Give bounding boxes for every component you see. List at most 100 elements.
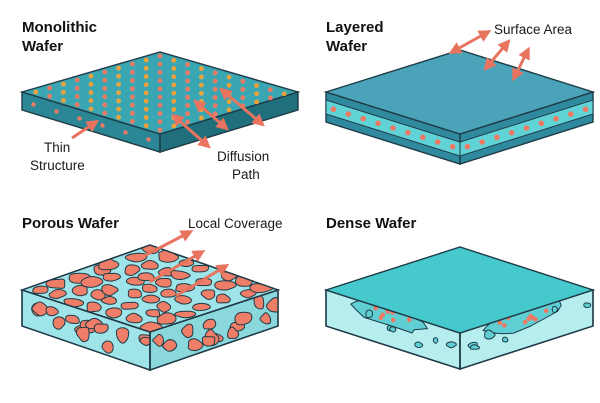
pore <box>162 339 178 352</box>
band-particle <box>375 120 381 127</box>
pore <box>45 278 66 289</box>
pore <box>174 310 197 319</box>
band-particle <box>345 111 352 117</box>
particle-dot <box>130 94 135 100</box>
pore <box>156 312 177 325</box>
diffusion-arrow-1 <box>171 113 211 149</box>
band-particle <box>523 125 530 131</box>
pore <box>75 326 90 343</box>
pore <box>80 276 104 288</box>
pore <box>52 316 66 330</box>
particle-dot <box>185 103 191 108</box>
particle-dot <box>116 65 121 71</box>
particle-dot <box>157 119 163 125</box>
pore <box>93 323 109 334</box>
pore <box>127 288 142 299</box>
small-pore <box>445 341 457 349</box>
pore <box>215 293 231 304</box>
particle-dot <box>171 98 177 104</box>
small-pore <box>583 302 592 308</box>
particle-dot <box>226 74 232 80</box>
pore <box>48 289 67 299</box>
particle-dot <box>130 102 135 108</box>
porous-wafer-slab <box>19 244 281 371</box>
pore <box>101 284 119 297</box>
particle-dot <box>157 86 163 92</box>
monolithic-title-line2: Wafer <box>22 38 63 55</box>
pore <box>65 314 80 325</box>
particle-dot <box>102 69 108 75</box>
porous-side-pores <box>152 294 278 352</box>
pore <box>202 318 217 330</box>
particle-dot <box>88 73 94 79</box>
particle-dot <box>88 81 94 87</box>
particle-dot <box>268 87 273 93</box>
band-particle <box>508 129 515 136</box>
particle-dot <box>531 315 536 321</box>
small-pore <box>502 336 509 343</box>
thin-structure-label-line1: Thin <box>44 140 70 155</box>
pore <box>266 297 278 313</box>
particle-dot <box>212 78 218 84</box>
diffusion-arrow-3 <box>219 87 265 127</box>
particle-dot <box>102 86 108 91</box>
particle-dot <box>116 98 121 104</box>
particle-dot <box>88 106 94 112</box>
small-pore <box>432 337 439 344</box>
edge-particle <box>123 130 128 135</box>
pore <box>152 333 165 347</box>
particle-dot <box>157 111 163 116</box>
pore <box>124 264 141 276</box>
band-particle <box>582 106 589 113</box>
pore <box>201 336 216 347</box>
particle-dot <box>116 90 121 96</box>
porous-front-pores <box>31 301 150 354</box>
coverage-arrow-1 <box>143 230 194 258</box>
particle-dot <box>171 123 177 129</box>
pore <box>192 302 211 312</box>
pore <box>227 326 240 339</box>
pore <box>160 288 177 298</box>
diffusion-path-label-line2: Path <box>232 167 260 182</box>
edge-particle <box>31 102 36 107</box>
particle-dot <box>130 86 135 92</box>
band-particle <box>568 111 574 117</box>
thin-structure-arrow <box>71 119 100 140</box>
pore <box>102 272 121 282</box>
pore <box>155 277 172 288</box>
particle-dot <box>143 74 149 79</box>
particle-dot <box>130 119 135 124</box>
pore <box>141 283 158 293</box>
particle-dot <box>199 115 204 121</box>
particle-dot <box>74 85 80 91</box>
particle-dot <box>212 70 218 76</box>
particle-dot <box>185 94 191 100</box>
coverage-arrow-2 <box>149 250 206 284</box>
band-particle <box>449 143 456 150</box>
surface-arrow-1 <box>448 30 492 54</box>
pore <box>124 252 148 263</box>
particle-dot <box>254 91 259 97</box>
particle-dot <box>102 110 108 116</box>
particle-dot <box>130 78 135 83</box>
particle-dot <box>406 317 412 323</box>
pore <box>45 306 59 317</box>
particle-dot <box>116 73 121 79</box>
particle-dot <box>171 57 177 63</box>
particle-dot <box>254 83 259 88</box>
particle-dot <box>74 94 80 99</box>
particle-dot <box>47 85 52 91</box>
pore <box>234 311 253 326</box>
particle-dot <box>130 69 135 75</box>
particle-dot <box>281 91 287 97</box>
particle-dot <box>74 102 80 108</box>
layered-wafer-slab <box>323 49 596 165</box>
pore <box>125 312 143 324</box>
porous-wafer-panel: Porous Wafer Local Coverage <box>19 215 283 371</box>
particle-dot <box>378 315 384 321</box>
particle-dot <box>171 74 177 80</box>
pore <box>145 309 161 318</box>
band-particle <box>479 139 486 145</box>
particle-dot <box>502 323 507 328</box>
layered-title-line2: Wafer <box>326 38 367 55</box>
